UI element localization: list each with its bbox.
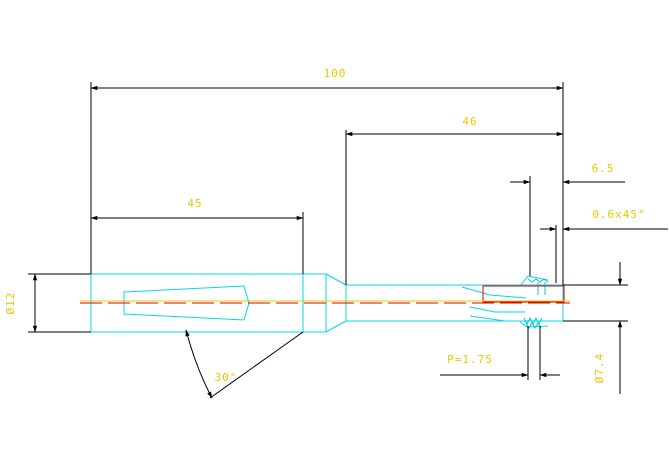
dim-text-100: 100 — [324, 67, 347, 80]
dim-text-6-5: 6.5 — [592, 162, 615, 175]
inner-taper — [123, 285, 250, 321]
dim-text-d12: Ø12 — [4, 292, 17, 315]
reduced-neck — [346, 284, 563, 322]
dim-text-46: 46 — [462, 115, 477, 128]
detail-box — [482, 285, 565, 303]
dim-text-45: 45 — [187, 197, 202, 210]
dim-text-chamfer: 0.6x45° — [592, 208, 645, 221]
flute-lines — [461, 286, 527, 322]
center-lines — [80, 300, 570, 304]
angle-leader — [209, 331, 304, 399]
flute-detail — [519, 275, 549, 328]
dim-text-pitch: P=1.75 — [447, 353, 493, 366]
taper-shoulder — [325, 273, 347, 333]
dimension-text: 100 46 45 6.5 0.6x45° P=1.75 30° Ø12 Ø7.… — [4, 67, 645, 384]
dim-text-d7-4: Ø7.4 — [593, 353, 606, 384]
dim-text-angle: 30° — [215, 371, 238, 384]
angle-arc — [185, 329, 213, 399]
dimension-lines — [28, 82, 668, 399]
